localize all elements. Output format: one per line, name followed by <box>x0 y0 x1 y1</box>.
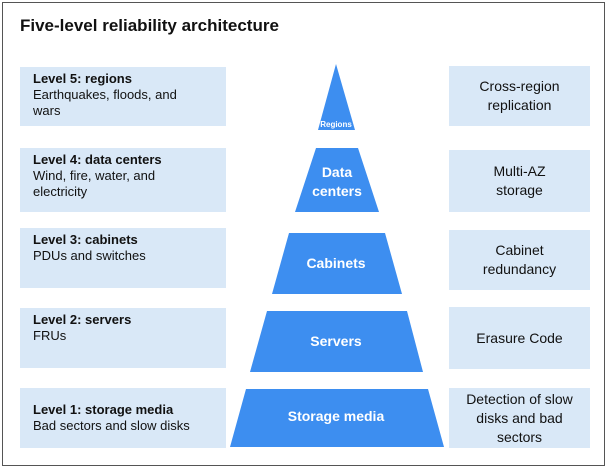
level-4-threats: Wind, fire, water, and electricity <box>33 168 156 199</box>
measure-level-5-text: Cross-region replication <box>479 78 560 113</box>
tier-servers-shape <box>250 311 423 372</box>
measure-level-3-box: Cabinet redundancy <box>449 230 590 290</box>
measure-level-4-text: Multi-AZ storage <box>493 163 546 198</box>
measure-level-1-text: Detection of slow disks and bad sectors <box>466 390 573 445</box>
level-4-box: Level 4: data centers Wind, fire, water,… <box>20 148 226 212</box>
tier-data-centers-label-line-1: Data <box>322 164 353 180</box>
level-2-heading: Level 2: servers <box>33 312 132 327</box>
diagram-title: Five-level reliability architecture <box>20 16 279 35</box>
tier-cabinets-label: Cabinets <box>306 255 365 271</box>
tier-data-centers-label-line-2: centers <box>312 183 362 199</box>
level-5-threats: Earthquakes, floods, and wars <box>33 87 177 118</box>
level-3-threats: PDUs and switches <box>33 248 146 263</box>
measure-level-5-box: Cross-region replication <box>449 66 590 126</box>
measure-level-1-box: Detection of slow disks and bad sectors <box>449 388 590 448</box>
measure-level-2-text: Erasure Code <box>476 329 563 346</box>
diagram-frame <box>2 2 605 466</box>
measure-level-4-box: Multi-AZ storage <box>449 150 590 212</box>
tier-regions-label: Regions <box>320 120 352 129</box>
level-3-heading: Level 3: cabinets <box>33 232 138 247</box>
level-1-box: Level 1: storage media Bad sectors and s… <box>20 388 226 448</box>
level-1-heading: Level 1: storage media <box>33 402 174 417</box>
tier-regions-shape <box>318 64 355 130</box>
level-2-threats: FRUs <box>33 328 67 343</box>
tier-data-centers-shape <box>295 148 379 212</box>
tier-servers-label: Servers <box>310 333 362 349</box>
level-5-heading: Level 5: regions <box>33 71 132 86</box>
level-5-box: Level 5: regions Earthquakes, floods, an… <box>20 67 226 126</box>
tier-cabinets-shape <box>272 233 402 294</box>
level-1-threats: Bad sectors and slow disks <box>33 418 190 433</box>
level-3-box: Level 3: cabinets PDUs and switches <box>20 228 226 288</box>
level-4-heading: Level 4: data centers <box>33 152 162 167</box>
measure-level-3-text: Cabinet redundancy <box>482 242 557 277</box>
tier-storage-media-shape <box>230 389 444 447</box>
tier-storage-media-label: Storage media <box>288 408 385 424</box>
measure-level-2-box: Erasure Code <box>449 307 590 369</box>
level-2-box: Level 2: servers FRUs <box>20 308 226 368</box>
